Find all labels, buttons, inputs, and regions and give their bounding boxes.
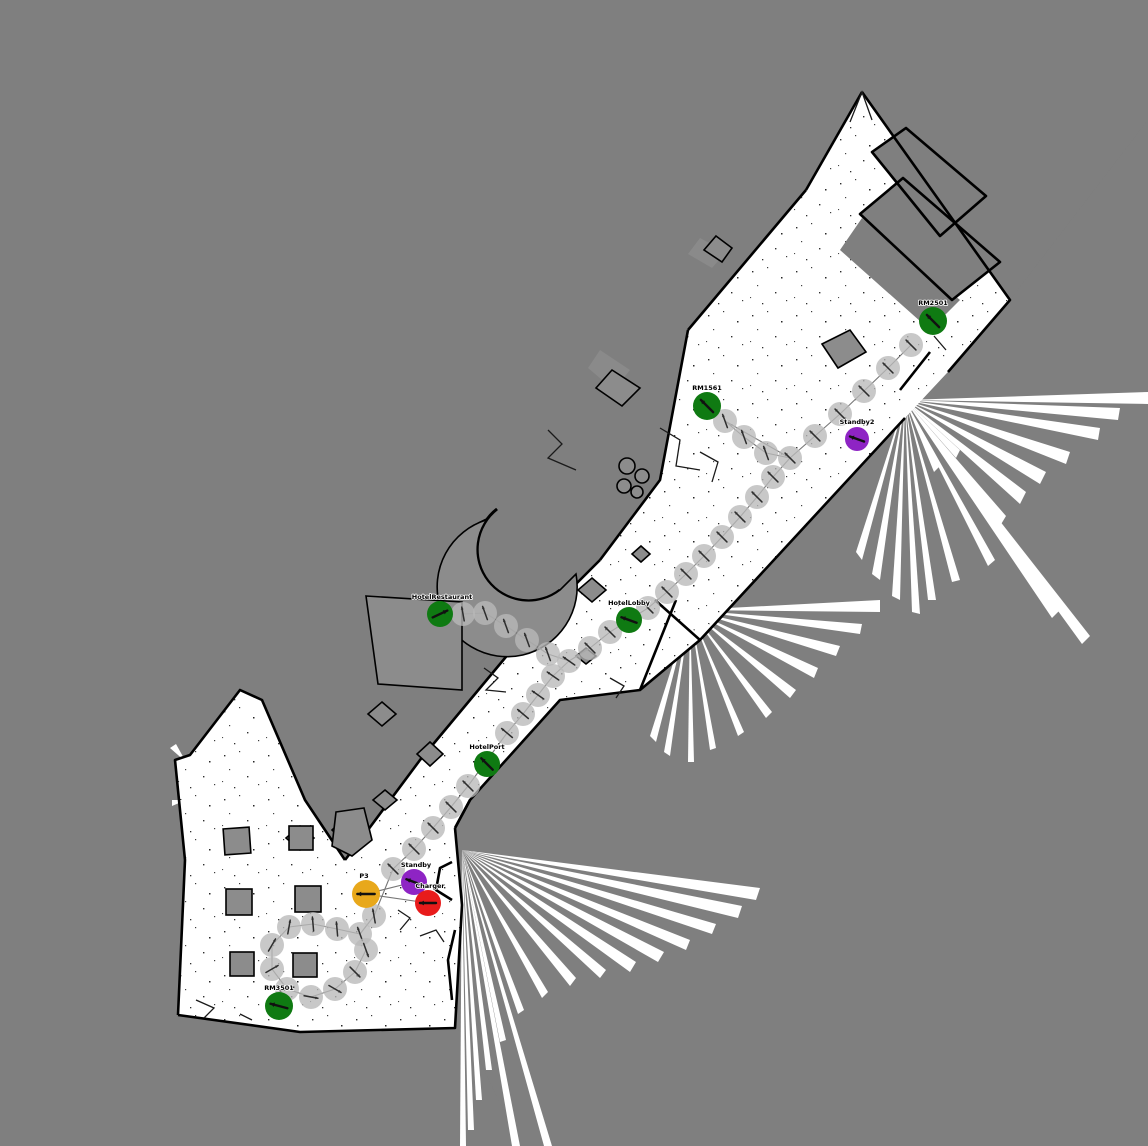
path-waypoint[interactable] bbox=[260, 933, 284, 957]
path-waypoint[interactable] bbox=[541, 664, 565, 688]
path-waypoint[interactable] bbox=[402, 837, 426, 861]
path-waypoint[interactable] bbox=[803, 424, 827, 448]
path-waypoint[interactable] bbox=[526, 683, 550, 707]
path-waypoint[interactable] bbox=[299, 985, 323, 1009]
path-waypoint[interactable] bbox=[728, 505, 752, 529]
path-waypoint[interactable] bbox=[778, 446, 802, 470]
waypoint-label-hotelport: HotelPort bbox=[469, 743, 504, 751]
path-waypoint[interactable] bbox=[354, 938, 378, 962]
named-waypoint-markers[interactable] bbox=[265, 307, 947, 1020]
waypoint-marker-hotelport[interactable] bbox=[474, 751, 500, 777]
path-waypoint[interactable] bbox=[343, 960, 367, 984]
path-waypoint[interactable] bbox=[754, 441, 778, 465]
waypoint-label-standby2: Standby2 bbox=[840, 418, 875, 426]
path-waypoint[interactable] bbox=[713, 409, 737, 433]
waypoint-labels: RM2501RM1561Standby2HotelRestaurantHotel… bbox=[263, 298, 949, 993]
occupied-walls bbox=[173, 91, 1012, 1034]
waypoint-marker-rm2501[interactable] bbox=[919, 307, 947, 335]
path-waypoint[interactable] bbox=[852, 379, 876, 403]
scan-detail-strokes bbox=[195, 90, 947, 1021]
path-waypoint[interactable] bbox=[578, 636, 602, 660]
path-waypoint[interactable] bbox=[260, 957, 284, 981]
waypoint-label-charger: Charger bbox=[415, 882, 445, 890]
path-waypoint[interactable] bbox=[421, 816, 445, 840]
waypoint-label-p3: P3 bbox=[359, 872, 368, 880]
path-waypoint[interactable] bbox=[515, 628, 539, 652]
waypoint-marker-standby2[interactable] bbox=[845, 427, 869, 451]
path-waypoint[interactable] bbox=[511, 702, 535, 726]
path-waypoint[interactable] bbox=[536, 642, 560, 666]
path-waypoint[interactable] bbox=[598, 620, 622, 644]
path-waypoint[interactable] bbox=[277, 915, 301, 939]
path-waypoint[interactable] bbox=[732, 425, 756, 449]
waypoint-marker-rm3501[interactable] bbox=[265, 992, 293, 1020]
path-waypoint[interactable] bbox=[899, 333, 923, 357]
path-waypoint[interactable] bbox=[381, 857, 405, 881]
waypoint-label-rm1561: RM1561 bbox=[692, 384, 722, 392]
path-waypoint[interactable] bbox=[674, 562, 698, 586]
waypoint-marker-hotellobby[interactable] bbox=[616, 607, 642, 633]
path-waypoint[interactable] bbox=[494, 614, 518, 638]
waypoint-label-rm2501: RM2501 bbox=[918, 299, 948, 307]
waypoint-marker-charger[interactable] bbox=[415, 890, 441, 916]
path-waypoint[interactable] bbox=[710, 525, 734, 549]
path-waypoint[interactable] bbox=[473, 601, 497, 625]
path-waypoint[interactable] bbox=[439, 795, 463, 819]
waypoint-label-standby: Standby bbox=[401, 861, 432, 869]
path-waypoint[interactable] bbox=[451, 602, 475, 626]
waypoint-marker-p3[interactable] bbox=[352, 880, 380, 908]
waypoint-marker-standby[interactable] bbox=[401, 869, 427, 895]
path-waypoint[interactable] bbox=[301, 912, 325, 936]
path-waypoint[interactable] bbox=[692, 544, 716, 568]
path-waypoint[interactable] bbox=[362, 904, 386, 928]
path-waypoint[interactable] bbox=[557, 649, 581, 673]
path-waypoint[interactable] bbox=[495, 721, 519, 745]
path-waypoint[interactable] bbox=[323, 977, 347, 1001]
waypoint-label-hotellobby: HotelLobby bbox=[608, 599, 651, 607]
laser-ray-fan bbox=[170, 392, 1148, 1146]
waypoint-marker-hotelrestaurant[interactable] bbox=[427, 601, 453, 627]
path-waypoint[interactable] bbox=[325, 917, 349, 941]
waypoint-label-rm3501: RM3501 bbox=[264, 984, 294, 992]
path-waypoint[interactable] bbox=[456, 774, 480, 798]
waypoint-label-hotelrestaurant: HotelRestaurant bbox=[412, 593, 472, 601]
path-waypoints[interactable] bbox=[260, 333, 923, 1009]
waypoint-marker-rm1561[interactable] bbox=[693, 392, 721, 420]
path-waypoint[interactable] bbox=[761, 465, 785, 489]
path-waypoint[interactable] bbox=[828, 402, 852, 426]
path-waypoint[interactable] bbox=[636, 596, 660, 620]
path-waypoint[interactable] bbox=[655, 580, 679, 604]
path-waypoint[interactable] bbox=[876, 356, 900, 380]
path-waypoint[interactable] bbox=[745, 485, 769, 509]
